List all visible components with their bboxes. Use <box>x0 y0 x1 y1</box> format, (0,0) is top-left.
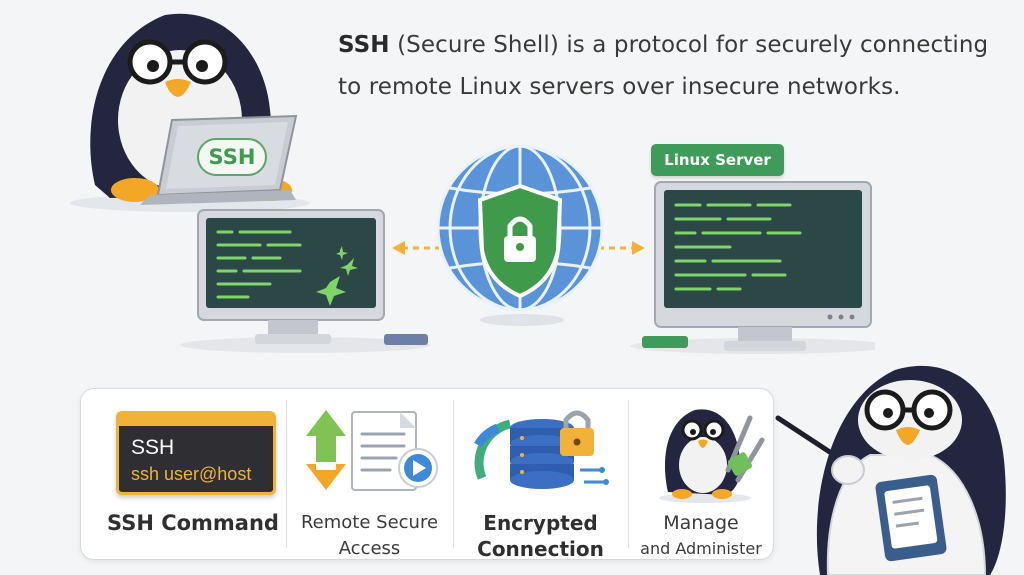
feature-manage-administer-label: Manage and Administer <box>640 512 762 558</box>
headline-strong: SSH <box>338 32 390 58</box>
headline: SSH (Secure Shell) is a protocol for sec… <box>338 24 1018 108</box>
command-card-command: ssh user@host <box>131 464 252 484</box>
panel-divider <box>286 400 287 548</box>
penguin-teacher-illustration <box>775 365 1006 575</box>
globe-shield-icon <box>436 144 604 326</box>
database-lock-icon <box>474 410 609 489</box>
penguin-laptop-illustration <box>70 13 310 212</box>
terminal-icon: SSH ssh user@host <box>116 411 276 495</box>
panel-divider <box>628 400 629 548</box>
linux-server-label: Linux Server <box>651 144 784 176</box>
laptop-ssh-badge: SSH <box>197 138 267 176</box>
penguin-tools-icon <box>659 409 765 503</box>
server-monitor <box>630 181 875 354</box>
headline-rest: (Secure Shell) is a protocol for securel… <box>338 32 989 100</box>
document-play-icon <box>306 410 438 491</box>
feature-ssh-command-label: SSH Command <box>107 511 279 535</box>
terminal-dots-icon <box>112 408 124 422</box>
command-card-title: SSH <box>131 436 175 459</box>
feature-encrypted-connection-label: Encrypted Connection <box>477 511 604 561</box>
panel-divider <box>453 400 454 548</box>
client-monitor <box>180 209 430 353</box>
feature-remote-secure-access-label: Remote Secure Access <box>300 512 439 559</box>
